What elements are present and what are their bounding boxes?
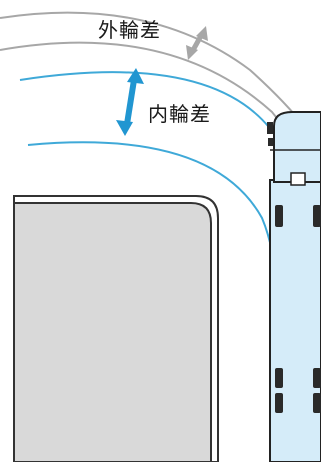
inner-offtracking-label: 内輪差	[148, 102, 211, 126]
wheel-rear-right-2	[313, 393, 321, 413]
truck-cab	[273, 111, 321, 183]
truck-mirror-left	[267, 122, 273, 134]
wheel-rear-right-1	[313, 368, 321, 388]
wheel-front-right	[313, 205, 321, 227]
building-block	[13, 195, 219, 462]
truck	[267, 111, 321, 462]
truck-mirror-left-lower	[268, 138, 273, 146]
wheel-front-left	[275, 205, 283, 227]
truck-hitch	[290, 172, 306, 186]
outer-offtracking-label: 外輪差	[98, 18, 161, 42]
wheel-rear-left-1	[275, 368, 283, 388]
inner-offtracking-arrow	[116, 68, 144, 136]
outer-offtracking-arrow	[186, 26, 208, 60]
wheel-rear-left-2	[275, 393, 283, 413]
building-inner-face	[13, 202, 212, 462]
